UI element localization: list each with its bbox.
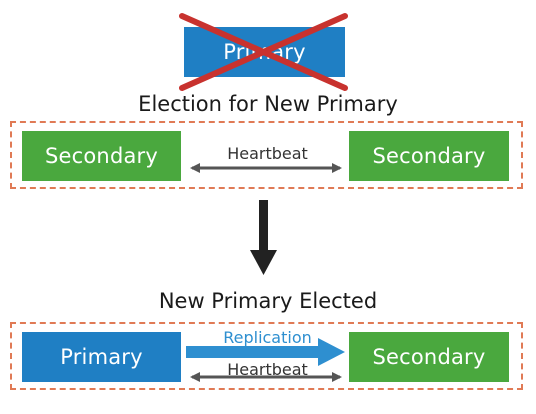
elected-title: New Primary Elected: [158, 289, 378, 313]
elected-heartbeat-label: Heartbeat: [227, 360, 308, 379]
election-group-border: [10, 121, 523, 189]
new-primary-node: Primary: [22, 332, 181, 382]
elected-secondary-label: Secondary: [372, 345, 486, 369]
elected-group-border: [10, 322, 523, 390]
transition-down-arrow-icon: [250, 200, 277, 275]
election-heartbeat-label: Heartbeat: [227, 144, 308, 163]
election-secondary-right-label: Secondary: [372, 144, 486, 168]
election-secondary-left-label: Secondary: [44, 144, 158, 168]
election-secondary-left: Secondary: [22, 131, 181, 181]
election-secondary-right: Secondary: [349, 131, 509, 181]
elected-secondary-node: Secondary: [349, 332, 509, 382]
new-primary-label: Primary: [60, 345, 143, 369]
failed-cross-icon: [179, 13, 348, 91]
replication-label: Replication: [223, 328, 312, 347]
election-title: Election for New Primary: [138, 92, 398, 116]
replication-arrow: [186, 338, 345, 366]
